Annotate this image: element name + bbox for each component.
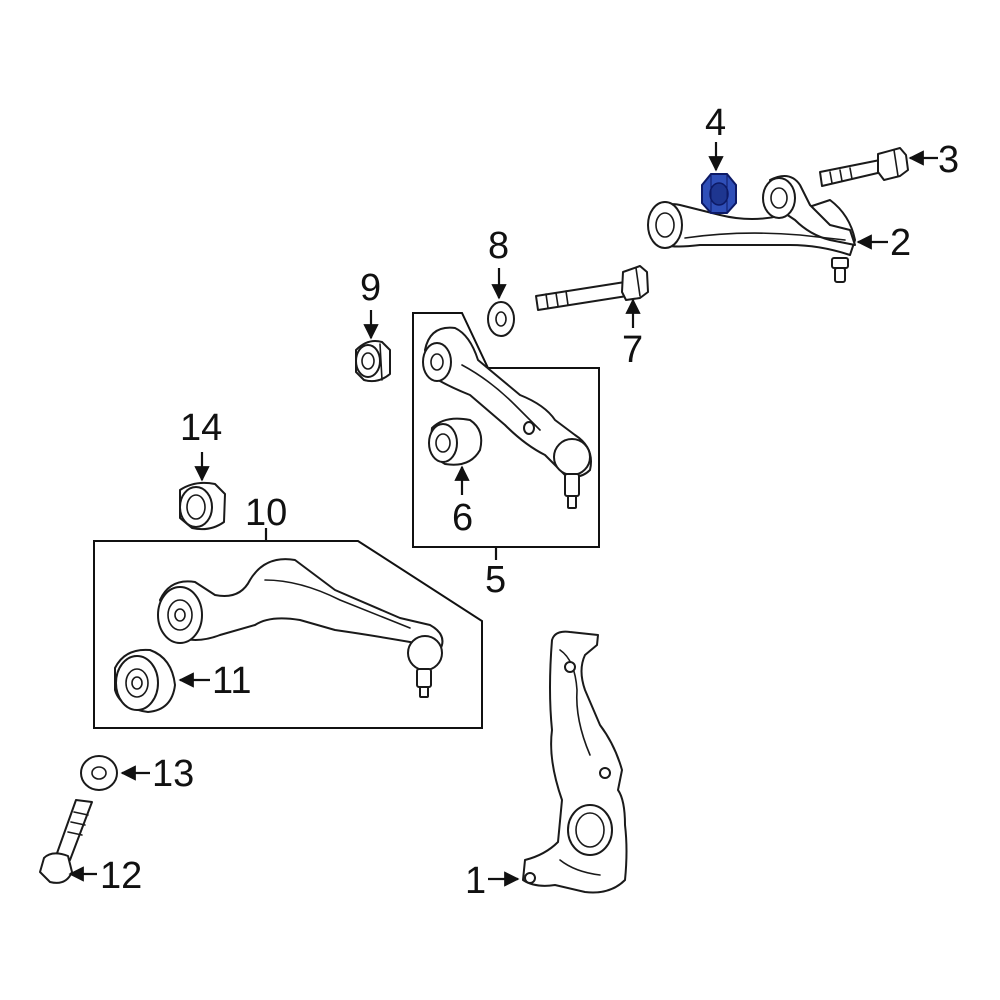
callout-label-2: 2 [890,222,911,264]
callout-label-5: 5 [485,559,506,601]
lower-rear-arm-frame [412,312,600,548]
callout-label-10: 10 [245,492,287,534]
callout-4: 4 [705,102,726,172]
washer[interactable] [487,301,515,337]
callout-label-12: 12 [100,855,142,897]
callout-7: 7 [622,298,643,371]
upper-arm-nut[interactable] [701,173,737,214]
callout-label-6: 6 [452,497,473,539]
lower-rear-arm-nut[interactable] [355,340,391,383]
lower-rear-arm-assembly[interactable] [422,326,592,509]
callout-6: 6 [452,465,473,539]
callout-14: 14 [180,407,222,482]
callout-label-1: 1 [465,860,486,902]
lower-front-arm-washer[interactable] [80,755,118,791]
callout-label-4: 4 [705,102,726,144]
lower-front-arm-bolt[interactable] [39,799,93,884]
callout-11: 11 [178,660,251,702]
callout-3: 3 [908,139,959,181]
lower-rear-arm-bushing[interactable] [428,417,483,466]
callout-label-9: 9 [360,267,381,309]
callout-13: 13 [120,753,194,795]
lower-front-arm-frame [93,540,483,729]
callout-2: 2 [856,222,911,264]
upper-control-arm[interactable] [647,175,856,283]
steering-knuckle[interactable] [522,630,628,894]
callout-12: 12 [68,855,142,897]
callout-8: 8 [488,225,509,300]
callout-label-7: 7 [622,329,643,371]
callout-9: 9 [360,267,381,340]
callout-label-8: 8 [488,225,509,267]
callout-label-14: 14 [180,407,222,449]
callout-10: 10 [245,492,287,541]
callout-5: 5 [485,547,506,601]
callout-label-13: 13 [152,753,194,795]
callout-label-11: 11 [212,660,251,702]
callout-1: 1 [465,860,520,902]
lower-front-arm-bushing[interactable] [114,648,176,713]
upper-arm-bolt[interactable] [819,147,909,187]
lower-front-arm-assembly[interactable] [157,558,444,698]
lower-front-arm-nut[interactable] [179,481,226,531]
lower-rear-arm-bolt[interactable] [535,265,649,311]
callout-label-3: 3 [938,139,959,181]
